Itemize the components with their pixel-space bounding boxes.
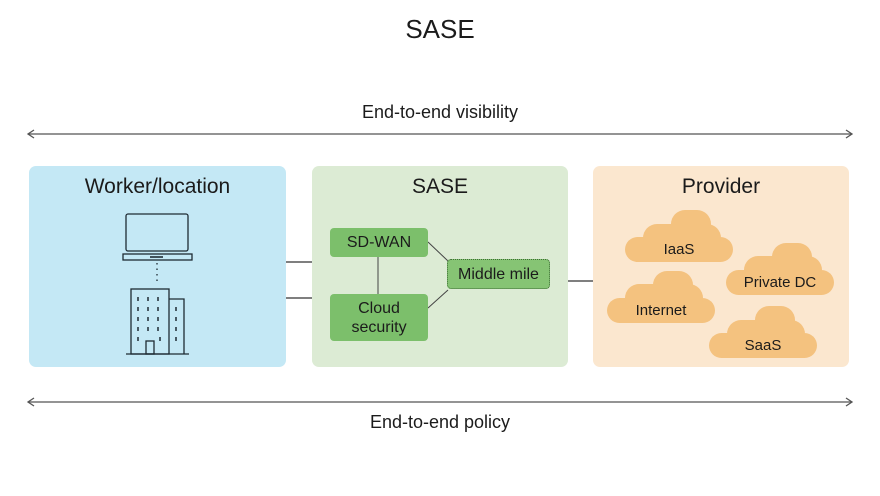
worker-panel-bg — [29, 166, 286, 367]
sase-internal-lines — [377, 241, 449, 309]
cloud-iaas-label: IaaS — [663, 241, 695, 258]
sd-wan-box: SD-WAN — [330, 228, 428, 257]
cloud-internet-label: Internet — [635, 302, 687, 319]
cloud-private-dc-icon — [726, 243, 834, 295]
middle-mile-box: Middle mile — [447, 259, 550, 289]
worker-location-panel: Worker/location — [29, 166, 286, 367]
cloud-private-dc-label: Private DC — [743, 274, 817, 291]
cloud-internet-icon — [607, 271, 715, 323]
line-cloudsec-middlemile — [427, 289, 449, 309]
cloud-security-box: Cloud security — [330, 294, 428, 341]
visibility-label: End-to-end visibility — [361, 102, 519, 122]
connector-lines — [286, 261, 593, 299]
provider-panel: Provider — [593, 166, 849, 367]
worker-panel-title: Worker/location — [84, 175, 231, 198]
cloud-iaas-icon — [625, 210, 733, 262]
line-sdwan-middlemile — [427, 241, 449, 262]
policy-arrow — [26, 397, 854, 407]
provider-panel-title: Provider — [681, 175, 761, 198]
policy-label: End-to-end policy — [369, 412, 511, 432]
cloud-saas-label: SaaS — [744, 337, 782, 354]
diagram-title: SASE — [405, 14, 475, 44]
building-icon — [126, 288, 189, 355]
sase-panel: SASE — [312, 166, 568, 367]
visibility-arrow — [26, 129, 854, 139]
laptop-icon — [122, 213, 193, 261]
cloud-saas-icon — [709, 306, 817, 358]
sase-panel-title: SASE — [411, 175, 469, 198]
